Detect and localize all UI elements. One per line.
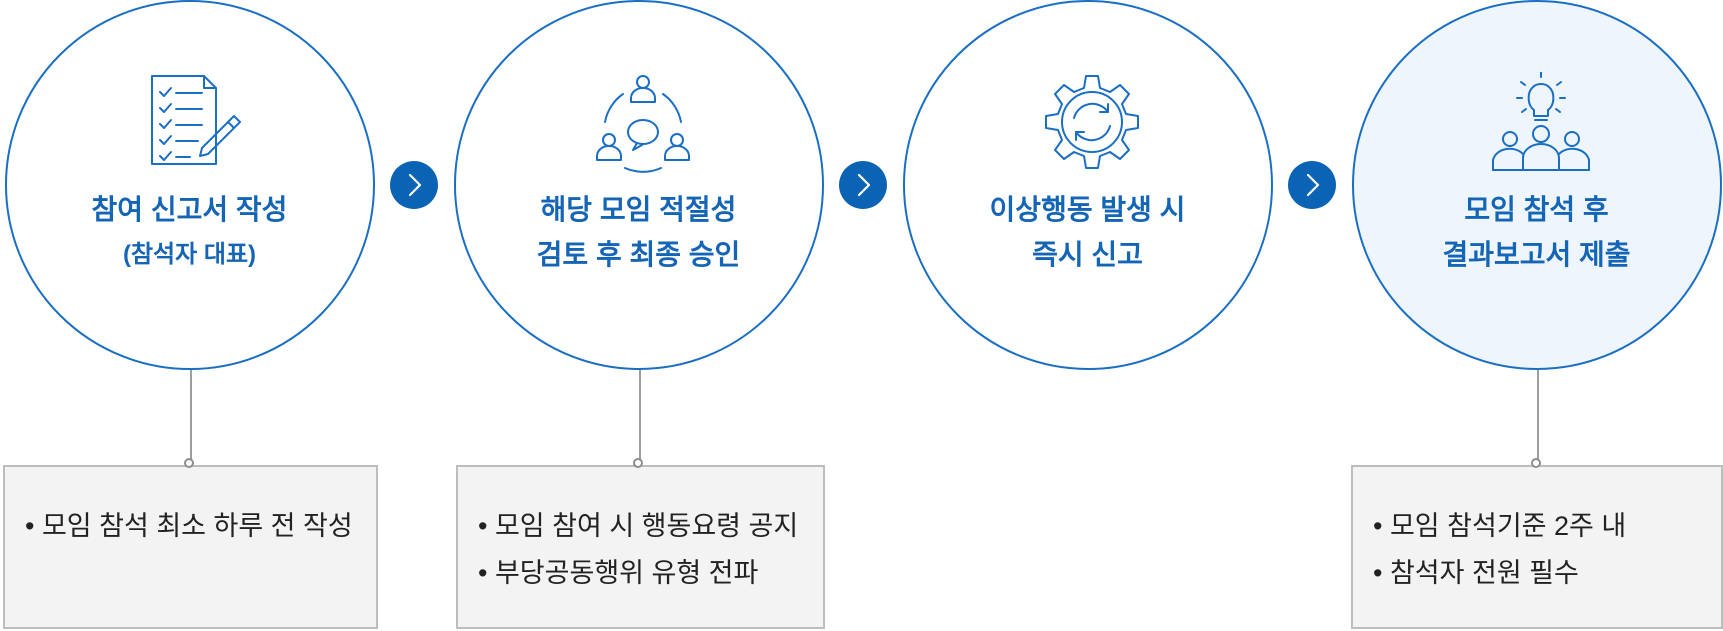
chevron-right-icon	[408, 173, 422, 197]
process-step-3: 이상행동 발생 시 즉시 신고	[900, 0, 1275, 631]
step-title: 참여 신고서 작성 (참석자 대표)	[2, 187, 377, 277]
next-arrow-1	[390, 161, 438, 209]
process-step-2: 해당 모임 적절성 검토 후 최종 승인 • 모임 참여 시 행동요령 공지 •…	[451, 0, 826, 631]
process-step-1: 참여 신고서 작성 (참석자 대표) • 모임 참석 최소 하루 전 작성	[2, 0, 378, 631]
next-arrow-2	[839, 161, 887, 209]
step-title-line-2: 즉시 신고	[1032, 239, 1143, 270]
note-item: • 모임 참석기준 2주 내	[1373, 511, 1627, 541]
step-circle	[903, 0, 1273, 370]
connector-dot	[633, 458, 643, 468]
step-note-box: • 모임 참석기준 2주 내 • 참석자 전원 필수	[1351, 465, 1723, 629]
lightbulb-team-icon	[1492, 72, 1590, 171]
step-title-line-2: (참석자 대표)	[122, 241, 257, 268]
gear-refresh-icon	[1045, 75, 1139, 169]
step-title-line-1: 참여 신고서 작성	[91, 194, 288, 225]
next-arrow-3	[1288, 161, 1336, 209]
step-note-box: • 모임 참석 최소 하루 전 작성	[3, 465, 378, 629]
chevron-right-icon	[1306, 173, 1320, 197]
step-title-line-2: 결과보고서 제출	[1442, 239, 1631, 270]
connector-dot	[184, 458, 194, 468]
note-item: • 부당공동행위 유형 전파	[478, 558, 759, 588]
step-title-line-2: 검토 후 최종 승인	[536, 239, 741, 270]
note-item: • 모임 참석 최소 하루 전 작성	[25, 511, 353, 541]
connector-line	[190, 370, 192, 462]
process-step-4: 모임 참석 후 결과보고서 제출 • 모임 참석기준 2주 내 • 참석자 전원…	[1349, 0, 1723, 631]
note-item: • 모임 참여 시 행동요령 공지	[478, 511, 799, 541]
step-title: 해당 모임 적절성 검토 후 최종 승인	[451, 187, 826, 277]
step-title-line-1: 모임 참석 후	[1464, 194, 1609, 225]
step-circle	[454, 0, 824, 370]
checklist-pencil-icon	[151, 75, 241, 165]
chevron-right-icon	[857, 173, 871, 197]
step-note-box: • 모임 참여 시 행동요령 공지 • 부당공동행위 유형 전파	[456, 465, 825, 629]
step-title-line-1: 이상행동 발생 시	[989, 194, 1186, 225]
team-discussion-cycle-icon	[596, 75, 690, 173]
step-title: 이상행동 발생 시 즉시 신고	[900, 187, 1275, 277]
step-title-line-1: 해당 모임 적절성	[540, 194, 737, 225]
step-circle	[1352, 0, 1722, 370]
connector-line	[1537, 370, 1539, 462]
note-item: • 참석자 전원 필수	[1373, 558, 1579, 588]
connector-line	[639, 370, 641, 462]
connector-dot	[1531, 458, 1541, 468]
step-title: 모임 참석 후 결과보고서 제출	[1349, 187, 1723, 277]
step-circle	[5, 0, 375, 370]
